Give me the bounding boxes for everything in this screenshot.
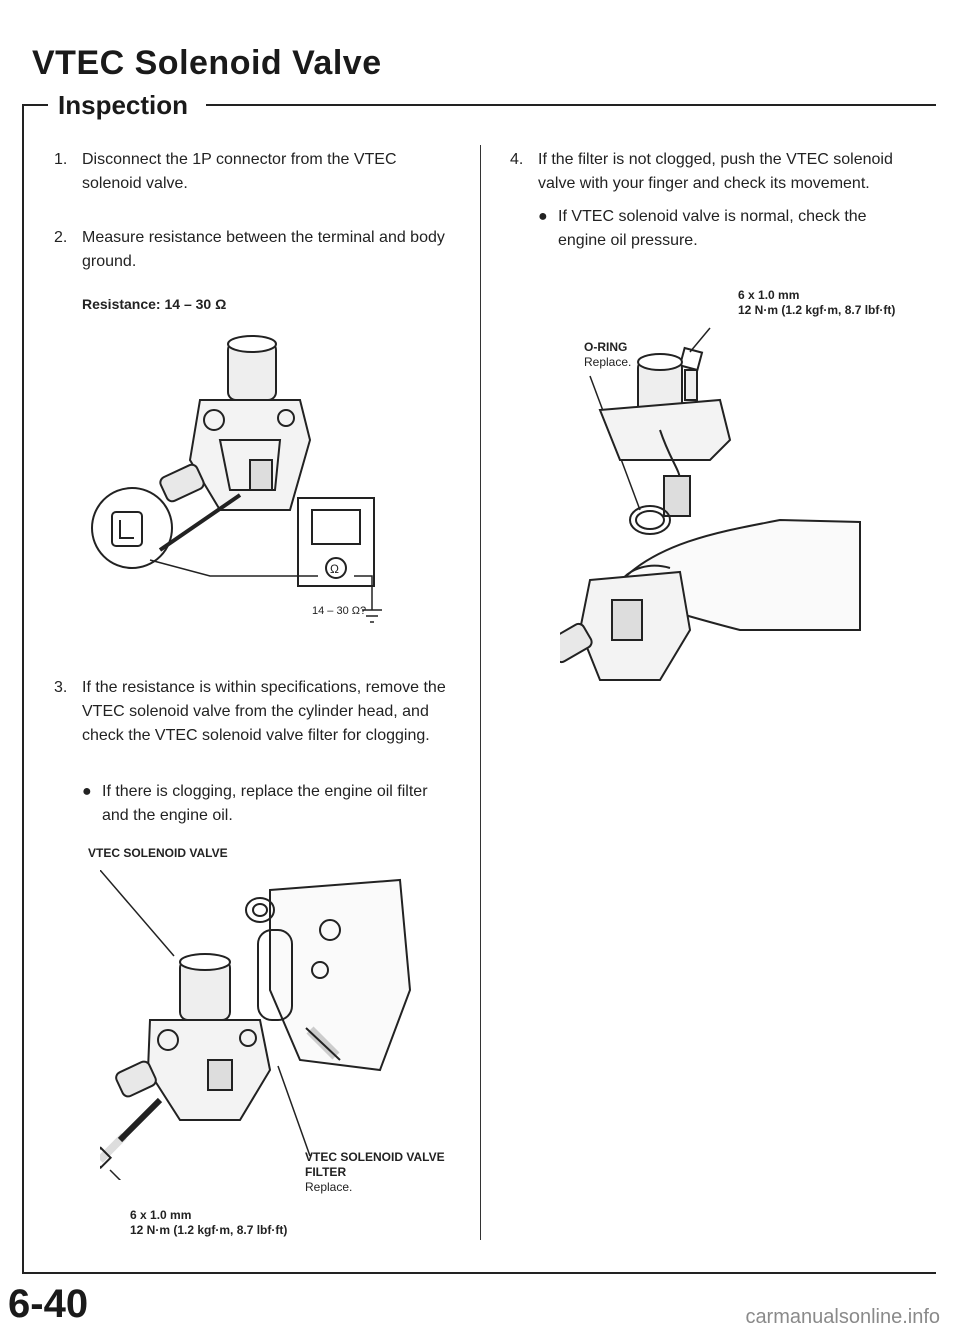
step-number: 3. bbox=[54, 679, 68, 696]
step-text: Disconnect the 1P connector from the VTE… bbox=[82, 151, 397, 192]
watermark: carmanualsonline.info bbox=[745, 1306, 940, 1328]
step-number: 2. bbox=[54, 229, 68, 246]
bullet-step-3: ● If there is clogging, replace the engi… bbox=[82, 780, 452, 828]
bullet-dot-icon: ● bbox=[538, 208, 548, 225]
solenoid-removal-diagram bbox=[100, 870, 412, 1180]
bullet-text: If there is clogging, replace the engine… bbox=[102, 783, 428, 824]
bolt-spec-left: 6 x 1.0 mm 12 N·m (1.2 kgf·m, 8.7 lbf·ft… bbox=[130, 1208, 288, 1237]
step-1: 1. Disconnect the 1P connector from the … bbox=[54, 148, 450, 196]
step-text: If the filter is not clogged, push the V… bbox=[538, 151, 893, 192]
svg-text:Ω: Ω bbox=[330, 562, 339, 576]
frame-rule bbox=[22, 1272, 936, 1274]
page-title: VTEC Solenoid Valve bbox=[32, 44, 382, 82]
section-title: Inspection bbox=[58, 90, 189, 120]
oring-label: O-RING Replace. bbox=[584, 340, 632, 369]
step-2: 2. Measure resistance between the termin… bbox=[54, 226, 450, 274]
resistance-spec: Resistance: 14 – 30 Ω bbox=[82, 296, 227, 312]
resistance-measurement-diagram: Ω bbox=[91, 335, 382, 623]
bolt-spec-right: 6 x 1.0 mm 12 N·m (1.2 kgf·m, 8.7 lbf·ft… bbox=[738, 288, 896, 317]
step-4: 4. If the filter is not clogged, push th… bbox=[510, 148, 918, 196]
page-number: 6-40 bbox=[8, 1282, 89, 1326]
bullet-text: If VTEC solenoid valve is normal, check … bbox=[558, 208, 867, 249]
step-number: 4. bbox=[510, 151, 524, 168]
frame-rule bbox=[22, 104, 48, 106]
step-text: Measure resistance between the terminal … bbox=[82, 229, 445, 270]
solenoid-label: VTEC SOLENOID VALVE bbox=[88, 846, 228, 860]
bullet-dot-icon: ● bbox=[82, 783, 92, 800]
step-number: 1. bbox=[54, 151, 68, 168]
meter-reading: 14 – 30 Ω? bbox=[312, 605, 367, 617]
bullet-step-4: ● If VTEC solenoid valve is normal, chec… bbox=[538, 205, 918, 253]
filter-label: VTEC SOLENOID VALVE FILTER Replace. bbox=[305, 1150, 445, 1194]
step-text: If the resistance is within specificatio… bbox=[82, 679, 446, 744]
frame-rule bbox=[206, 104, 936, 106]
frame-rule bbox=[22, 104, 24, 1274]
column-divider bbox=[480, 145, 481, 1240]
step-3: 3. If the resistance is within specifica… bbox=[54, 676, 450, 748]
solenoid-push-diagram bbox=[560, 327, 861, 681]
